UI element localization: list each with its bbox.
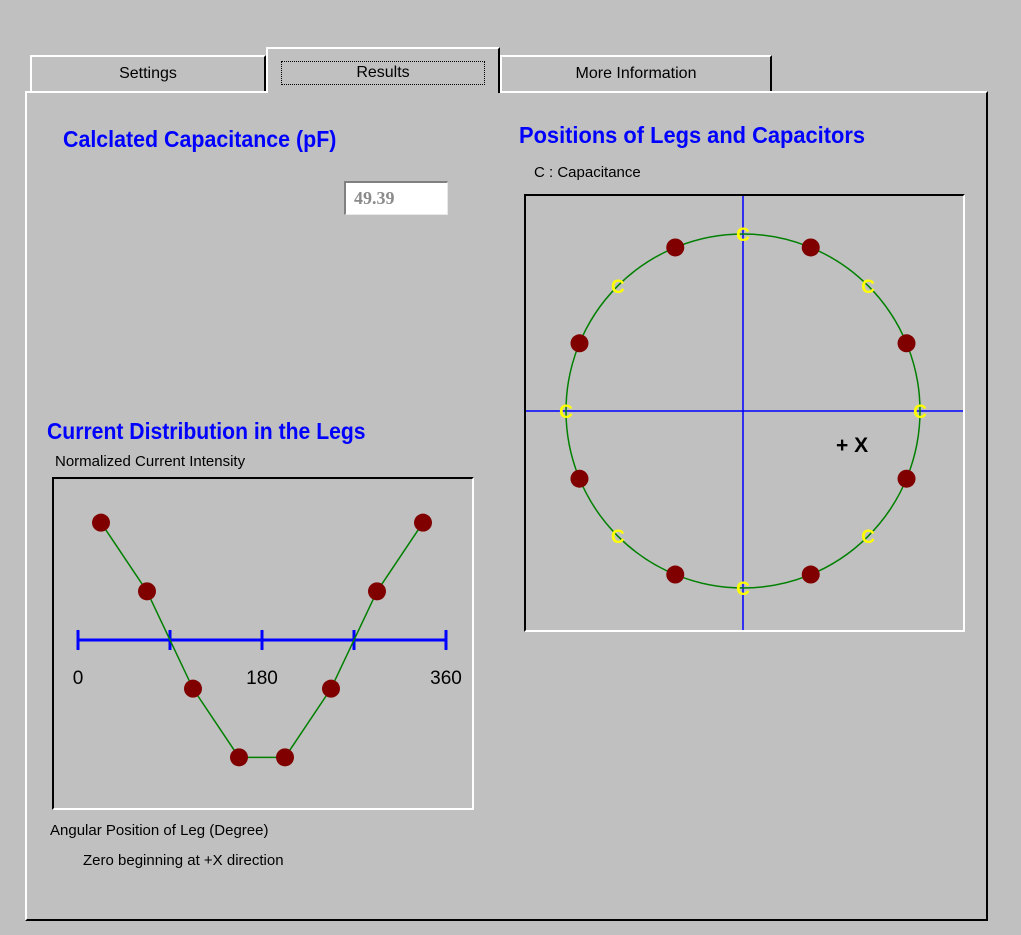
current-point xyxy=(414,513,432,532)
capacitance-value-field[interactable]: 49.39 xyxy=(344,181,448,215)
leg-point xyxy=(897,469,916,488)
capacitance-legend: C : Capacitance xyxy=(534,164,641,181)
current-svg: 0 180 360 xyxy=(73,513,462,767)
capacitor-marker: C xyxy=(736,225,750,246)
plus-x-label: + X xyxy=(836,434,868,457)
leg-point xyxy=(666,238,685,257)
positions-svg: C C C C C C C C + X xyxy=(526,196,963,630)
current-heading: Current Distribution in the Legs xyxy=(47,418,366,444)
leg-point xyxy=(897,334,916,353)
tab-results[interactable]: Results xyxy=(266,47,500,93)
current-point xyxy=(184,679,202,698)
leg-circle xyxy=(565,233,921,589)
leg-point xyxy=(801,238,820,257)
current-xlabel-note: Zero beginning at +X direction xyxy=(83,852,284,869)
capacitor-marker: C xyxy=(611,277,625,298)
x-tick-label: 180 xyxy=(246,668,278,689)
current-ylabel: Normalized Current Intensity xyxy=(55,453,246,470)
tab-settings[interactable]: Settings xyxy=(30,55,266,91)
leg-point xyxy=(801,565,820,584)
current-xlabel: Angular Position of Leg (Degree) xyxy=(50,822,269,839)
positions-heading: Positions of Legs and Capacitors xyxy=(519,122,866,148)
tab-more-information-label: More Information xyxy=(575,65,697,82)
positions-plot: C C C C C C C C + X xyxy=(524,194,965,632)
capacitor-marker: C xyxy=(861,527,875,548)
results-panel: Calclated Capacitance (pF) 49.39 Positio… xyxy=(25,91,988,921)
current-series-line xyxy=(100,522,424,759)
leg-point xyxy=(570,334,589,353)
current-point xyxy=(322,679,340,698)
current-point xyxy=(230,748,248,767)
capacitor-marker: C xyxy=(913,402,927,423)
capacitor-marker: C xyxy=(861,277,875,298)
capacitor-marker: C xyxy=(559,402,573,423)
capacitor-marker: C xyxy=(611,527,625,548)
capacitance-heading: Calclated Capacitance (pF) xyxy=(63,126,337,152)
tab-more-information[interactable]: More Information xyxy=(500,55,772,91)
tab-results-label: Results xyxy=(281,61,485,85)
leg-point xyxy=(570,469,589,488)
x-tick-label: 360 xyxy=(430,668,462,689)
current-point xyxy=(92,513,110,532)
current-point xyxy=(276,748,294,767)
tab-settings-label: Settings xyxy=(119,65,177,82)
current-point xyxy=(138,582,156,601)
capacitor-marker: C xyxy=(736,579,750,600)
leg-point xyxy=(666,565,685,584)
x-tick-label: 0 xyxy=(73,668,84,689)
current-plot: 0 180 360 xyxy=(52,477,474,810)
current-point xyxy=(368,582,386,601)
